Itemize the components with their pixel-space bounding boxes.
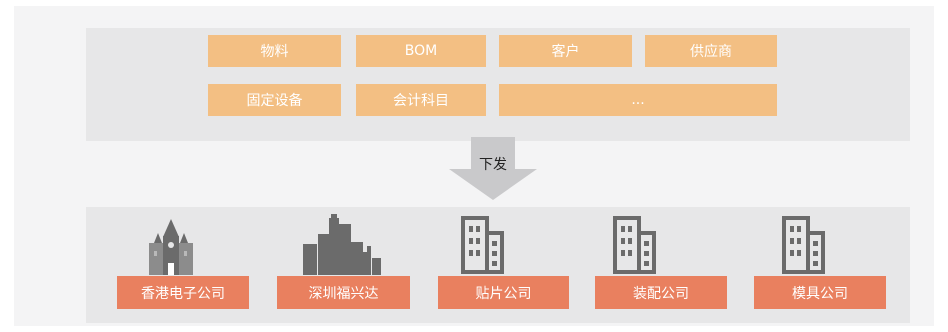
skyline-building-icon (303, 214, 381, 275)
master-data-panel: 物料 BOM 客户 供应商 固定设备 会计科目 ... (86, 28, 910, 141)
down-arrow-icon (449, 137, 537, 200)
master-data-item-accounting-subject: 会计科目 (356, 84, 486, 116)
master-data-item-bom: BOM (356, 35, 486, 67)
castle-building-icon (149, 219, 193, 275)
master-data-item-customer: 客户 (499, 35, 632, 67)
office-building-icon (461, 216, 504, 274)
distribute-arrow (449, 137, 537, 200)
office-building-icon (782, 216, 825, 274)
company-label-hk-electronics: 香港电子公司 (117, 276, 249, 309)
master-data-item-more: ... (499, 84, 777, 116)
office-building-icon (613, 216, 656, 274)
diagram-canvas: 物料 BOM 客户 供应商 固定设备 会计科目 ... 下发 (14, 6, 934, 326)
company-label-mold: 模具公司 (754, 276, 886, 309)
company-label-smt: 贴片公司 (438, 276, 569, 309)
master-data-item-material: 物料 (208, 35, 341, 67)
distribute-label: 下发 (479, 157, 507, 173)
company-label-shenzhen-fuxingda: 深圳福兴达 (277, 276, 410, 309)
companies-panel: 香港电子公司 深圳福兴达 贴片公司 装配公司 模具公司 (86, 207, 910, 323)
company-label-assembly: 装配公司 (595, 276, 727, 309)
master-data-item-fixed-assets: 固定设备 (208, 84, 341, 116)
master-data-item-supplier: 供应商 (645, 35, 777, 67)
